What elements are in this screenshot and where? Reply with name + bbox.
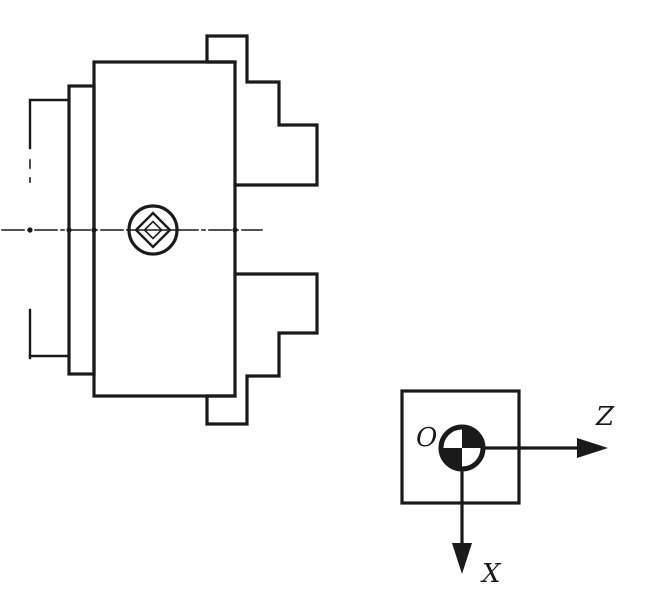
z-axis-arrow bbox=[481, 438, 608, 458]
origin-marker-icon bbox=[438, 424, 486, 472]
chuck-body bbox=[92, 60, 237, 398]
upper-jaw bbox=[205, 34, 319, 187]
origin-label: O bbox=[416, 423, 437, 453]
chuck-key-socket-icon bbox=[126, 204, 180, 256]
z-axis-label: Z bbox=[595, 402, 615, 432]
center-line bbox=[1, 227, 263, 233]
chuck-side-view bbox=[1, 34, 319, 426]
lower-jaw bbox=[205, 272, 319, 426]
x-axis-label: X bbox=[480, 559, 502, 589]
x-axis-arrow bbox=[452, 467, 472, 574]
chuck-back-flange bbox=[28, 98, 71, 360]
coordinate-system: O Z X bbox=[400, 389, 615, 589]
